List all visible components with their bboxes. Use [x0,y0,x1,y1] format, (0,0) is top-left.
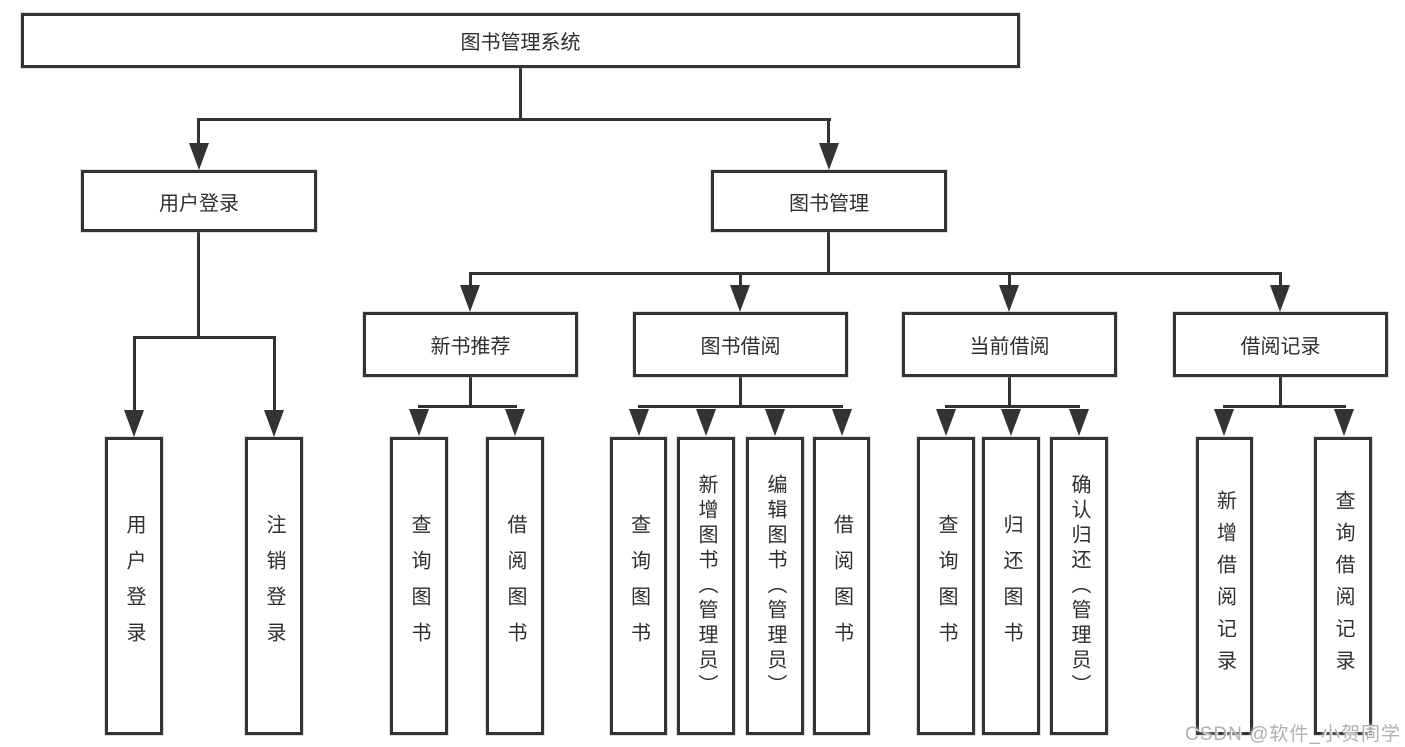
node-book-borrow: 图书借阅 [633,312,848,377]
connector-section-hbar [418,405,517,408]
arrow-down-icon [264,410,284,437]
leaf-logout: 注销登录 [245,437,303,735]
connector-userlogin-stem [197,232,200,339]
arrow-down-icon [1334,409,1354,436]
leaf-label: 归还图书 [1000,514,1022,658]
arrow-down-icon [1214,409,1234,436]
node-user-login: 用户登录 [81,170,317,232]
arrow-down-icon [999,285,1019,312]
arrow-down-icon [1069,409,1089,436]
node-book-management: 图书管理 [711,170,947,232]
leaf-label: 确认归还（管理员） [1068,473,1090,699]
connector-stem [1008,275,1011,288]
leaf-search-books-current: 查询图书 [917,437,975,735]
arrow-down-icon [409,409,429,436]
leaf-confirm-return-admin: 确认归还（管理员） [1050,437,1108,735]
connector-stem [469,275,472,288]
leaf-label: 借阅图书 [830,514,853,658]
connector-stem [827,121,830,146]
leaf-label: 借阅图书 [504,514,526,658]
arrow-down-icon [696,409,716,436]
arrow-down-icon [730,285,750,312]
leaf-add-books-admin: 新增图书（管理员） [677,437,735,735]
leaf-label: 查询图书 [935,514,957,658]
connector-section-hbar [1223,405,1346,408]
leaf-label: 新增借阅记录 [1213,490,1236,682]
leaf-borrow-books: 借阅图书 [813,437,870,735]
arrow-down-icon [936,409,956,436]
node-borrow-records: 借阅记录 [1173,312,1388,377]
leaf-search-books-recommend: 查询图书 [390,437,448,735]
leaf-label: 查询图书 [627,514,650,658]
connector-root-stem [519,68,522,121]
arrow-down-icon [460,285,480,312]
connector-stem [197,121,200,146]
arrow-down-icon [505,409,525,436]
arrow-down-icon [1270,285,1290,312]
connector-bookmgmt-hbar [469,272,1282,275]
connector-section-stem [469,377,472,408]
leaf-label: 查询借阅记录 [1332,490,1354,682]
arrow-down-icon [765,409,785,436]
root-node-library-system: 图书管理系统 [21,13,1020,68]
connector-section-stem [1008,377,1011,408]
leaf-return-books: 归还图书 [982,437,1040,735]
connector-bookmgmt-stem [827,232,830,275]
leaf-label: 用户登录 [123,514,145,658]
leaf-search-borrow-record: 查询借阅记录 [1314,437,1372,735]
node-current-borrow: 当前借阅 [902,312,1117,377]
leaf-user-login: 用户登录 [105,437,163,735]
arrow-down-icon [832,409,852,436]
arrow-down-icon [189,143,209,170]
leaf-search-books-borrow: 查询图书 [610,437,667,735]
leaf-borrow-books-recommend: 借阅图书 [486,437,544,735]
arrow-down-icon [629,409,649,436]
leaf-label: 编辑图书（管理员） [764,473,786,699]
connector-stem [1279,275,1282,288]
connector-root-hbar [197,118,831,121]
leaf-edit-books-admin: 编辑图书（管理员） [746,437,804,735]
connector-userlogin-hbar [133,336,276,339]
connector-section-hbar [638,405,843,408]
leaf-add-borrow-record: 新增借阅记录 [1196,437,1253,735]
connector-stem [273,339,276,413]
connector-stem [739,275,742,288]
connector-section-stem [739,377,742,408]
leaf-label: 查询图书 [408,514,430,658]
connector-stem [133,339,136,413]
connector-section-hbar [945,405,1080,408]
node-new-book-recommend: 新书推荐 [363,312,578,377]
csdn-watermark: CSDN @软件_小贺同学 [1185,724,1401,745]
connector-section-stem [1279,377,1282,408]
leaf-label: 注销登录 [263,514,285,658]
leaf-label: 新增图书（管理员） [695,473,717,699]
arrow-down-icon [124,410,144,437]
arrow-down-icon [819,143,839,170]
arrow-down-icon [1001,409,1021,436]
